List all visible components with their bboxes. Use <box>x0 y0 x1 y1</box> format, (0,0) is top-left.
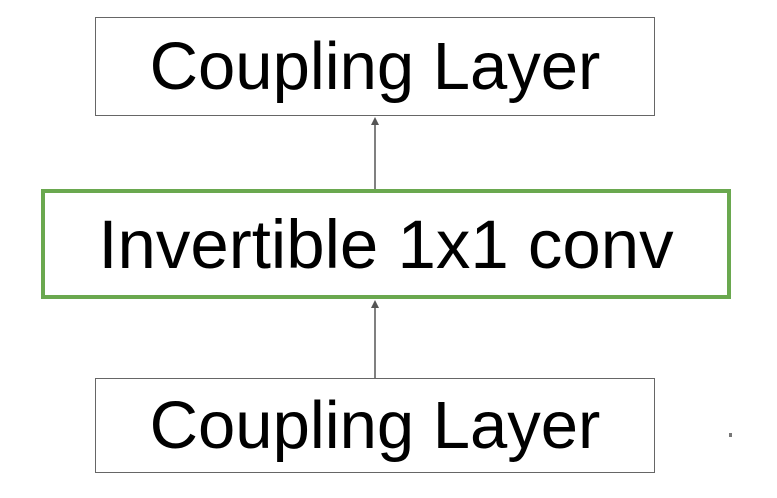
invertible-conv-box: Invertible 1x1 conv <box>41 189 731 299</box>
stray-mark <box>729 433 732 437</box>
coupling-layer-top-box: Coupling Layer <box>95 17 655 116</box>
coupling-layer-bottom-box: Coupling Layer <box>95 378 655 473</box>
invertible-conv-label: Invertible 1x1 conv <box>98 205 674 283</box>
coupling-layer-top-label: Coupling Layer <box>149 29 601 104</box>
coupling-layer-bottom-label: Coupling Layer <box>149 388 601 463</box>
